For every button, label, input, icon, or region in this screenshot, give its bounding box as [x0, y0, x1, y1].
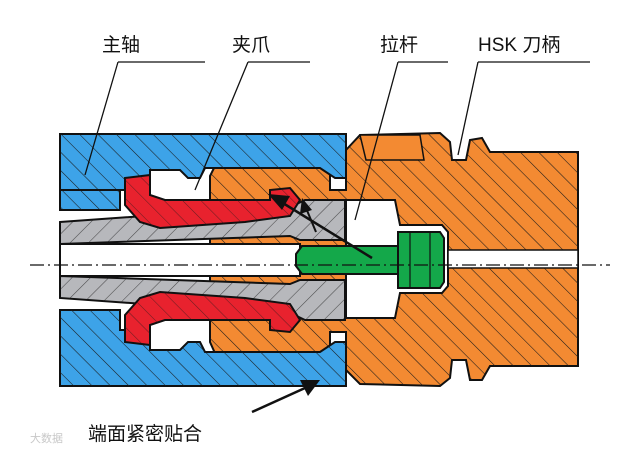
hsk-holder-body [209, 131, 579, 388]
label-drawbar: 拉杆 [380, 34, 419, 56]
collet-jaws [124, 173, 302, 347]
spindle-body [59, 133, 347, 387]
watermark: 大数据 [30, 432, 63, 445]
arrows [251, 194, 373, 414]
label-hsk-holder: HSK 刀柄 [478, 35, 561, 56]
label-collet: 夹爪 [232, 34, 271, 56]
label-face-contact: 端面紧密贴合 [88, 423, 203, 445]
drawbar-part [295, 231, 445, 289]
central-bore [59, 243, 301, 277]
label-spindle: 主轴 [102, 34, 141, 56]
leader-lines [84, 61, 590, 221]
